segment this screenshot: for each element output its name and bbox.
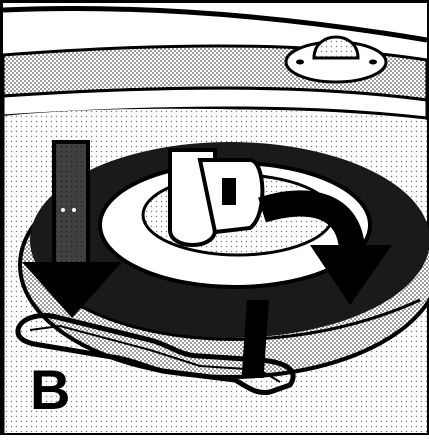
panel-label: B	[30, 362, 70, 418]
